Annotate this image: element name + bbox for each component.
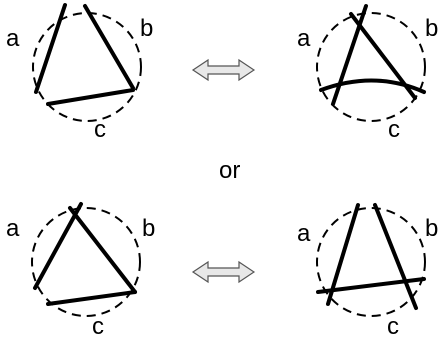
dashed-circle xyxy=(32,12,142,122)
bottom-arrow xyxy=(191,260,256,284)
chord-b xyxy=(373,203,418,310)
chord-a xyxy=(34,3,67,94)
label-b: b xyxy=(425,15,438,42)
label-c: c xyxy=(388,116,400,143)
label-b: b xyxy=(425,215,438,242)
panel-bottom-right: a b c xyxy=(297,203,438,339)
label-c: c xyxy=(387,313,399,339)
panel-bottom-left: a b c xyxy=(6,202,155,339)
chord-c xyxy=(319,78,426,94)
chord-a xyxy=(33,202,83,290)
dashed-circle xyxy=(316,207,426,317)
chord-c xyxy=(316,277,426,294)
label-b: b xyxy=(140,15,153,42)
label-a: a xyxy=(297,220,311,247)
chord-b xyxy=(68,206,137,294)
chord-c xyxy=(46,88,135,106)
dashed-circle xyxy=(316,12,426,122)
label-c: c xyxy=(94,116,106,143)
chord-a xyxy=(331,4,368,106)
or-label: or xyxy=(219,157,240,184)
label-c: c xyxy=(92,313,104,339)
label-b: b xyxy=(142,215,155,242)
panel-top-right: a b c xyxy=(297,4,438,143)
panel-top-left: a b c xyxy=(6,3,153,143)
label-a: a xyxy=(297,25,311,52)
label-a: a xyxy=(6,215,20,242)
chord-c xyxy=(46,290,137,306)
dashed-circle xyxy=(31,207,141,317)
top-arrow xyxy=(191,58,256,82)
double-arrow-icon xyxy=(191,58,256,82)
chord-a xyxy=(326,203,360,306)
double-arrow-icon xyxy=(191,260,256,284)
label-a: a xyxy=(6,25,20,52)
chord-b xyxy=(83,4,135,90)
